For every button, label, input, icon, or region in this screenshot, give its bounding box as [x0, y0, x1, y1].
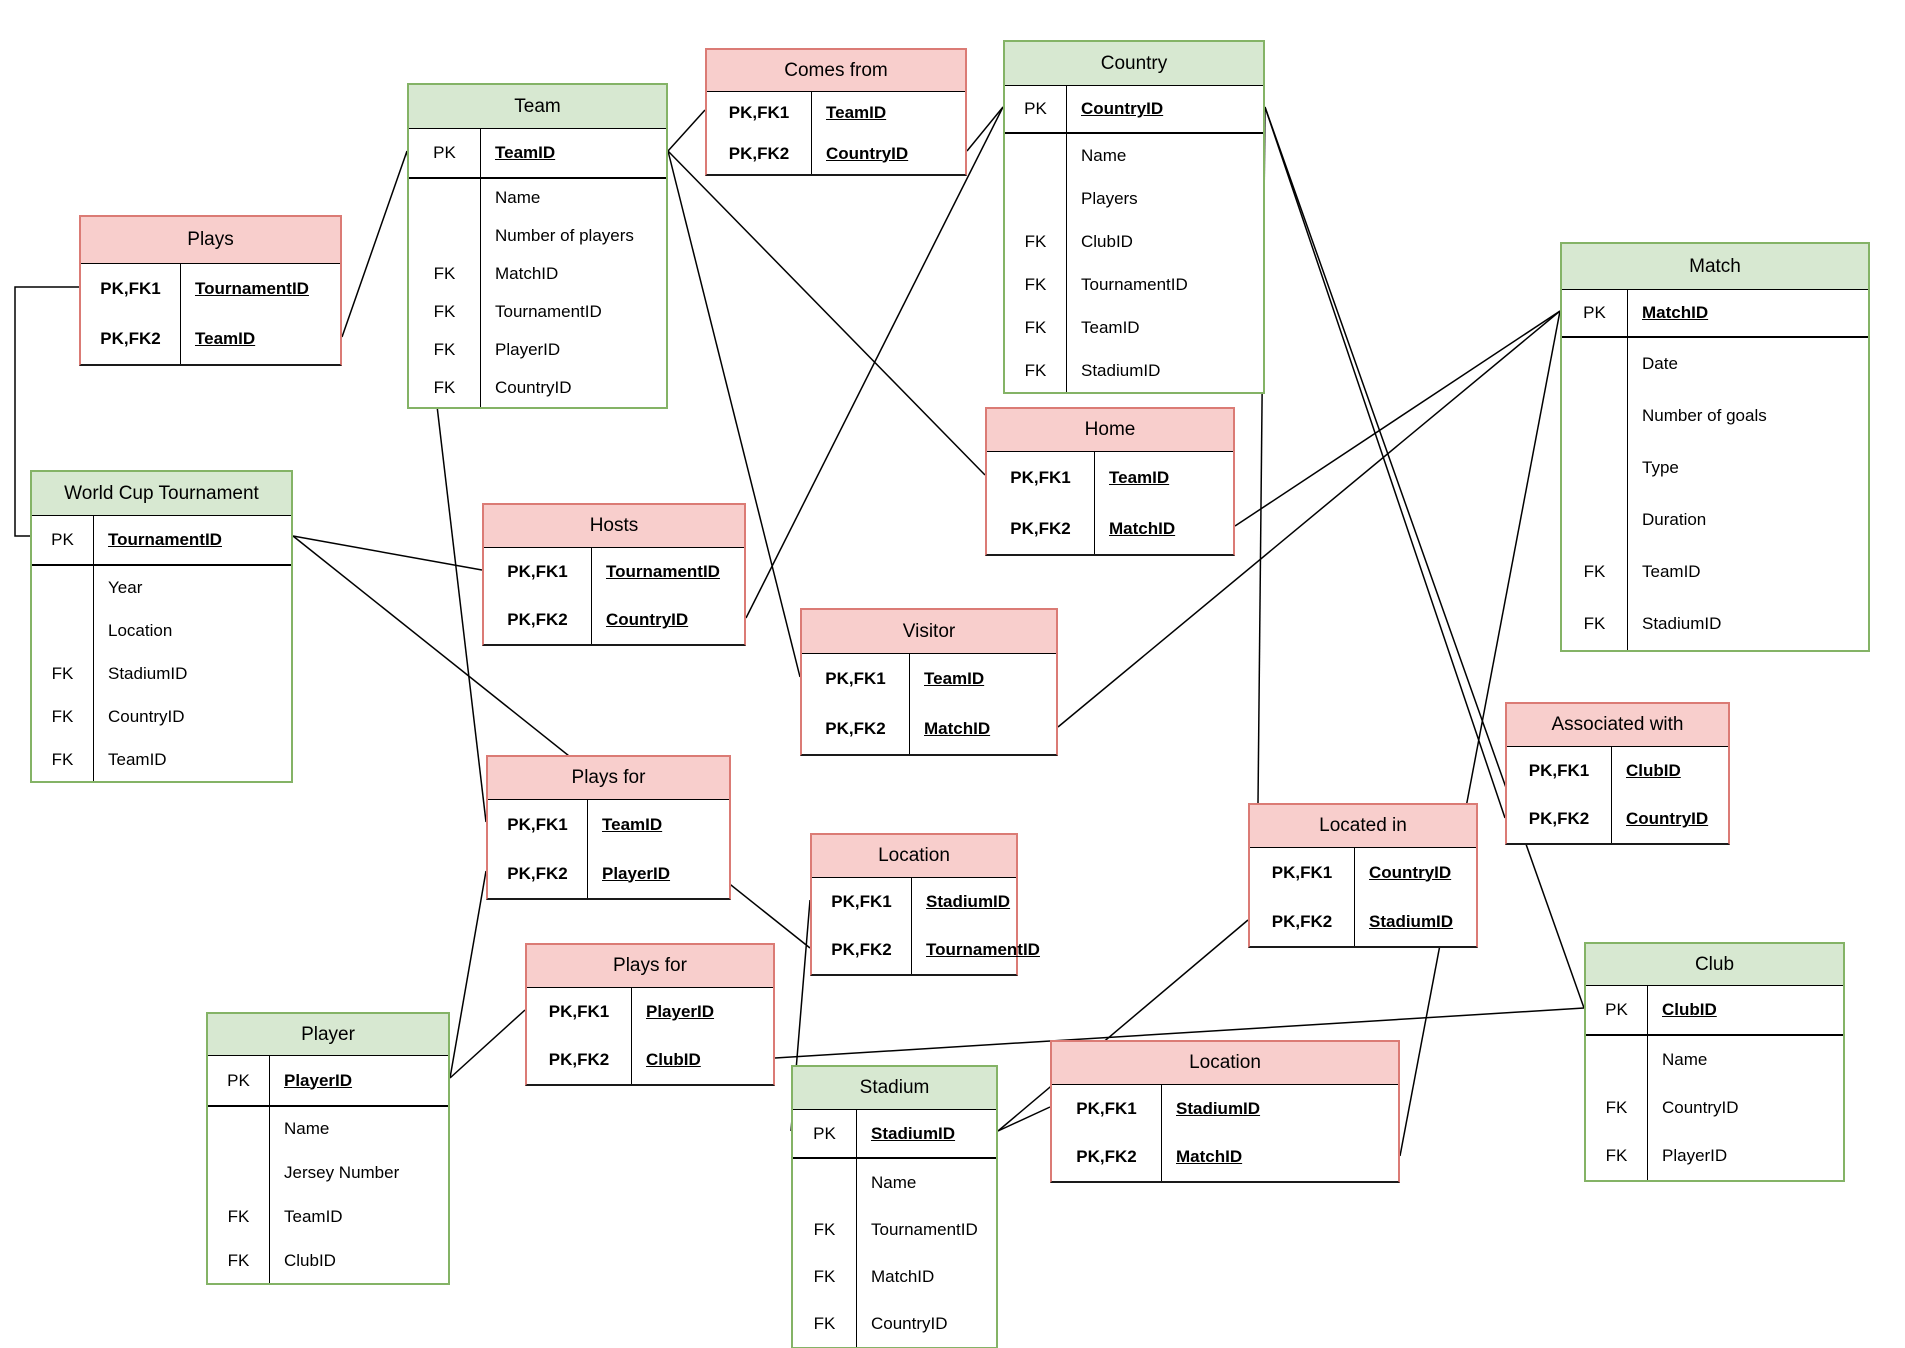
- relationship-line: [997, 1106, 1051, 1132]
- relationship-line: [774, 1007, 1585, 1059]
- relationship-line: [406, 150, 487, 823]
- relationship-line: [997, 919, 1249, 1132]
- relationship-line: [14, 286, 79, 537]
- relationship-line: [292, 535, 483, 571]
- relationship-line: [1399, 310, 1561, 1157]
- relationship-line: [667, 150, 986, 476]
- relationship-line: [1264, 106, 1506, 819]
- relationship-line: [1057, 310, 1561, 728]
- relationship-line: [449, 870, 487, 1079]
- relationship-line: [966, 106, 1004, 152]
- relationship-line: [292, 535, 811, 949]
- relationship-line: [667, 150, 801, 678]
- relationship-line: [667, 109, 706, 152]
- relationship-line: [1257, 106, 1266, 804]
- relationship-line: [341, 150, 408, 338]
- relationship-line: [1234, 310, 1561, 527]
- relationship-line: [1264, 106, 1585, 1009]
- relationship-line: [449, 1009, 526, 1079]
